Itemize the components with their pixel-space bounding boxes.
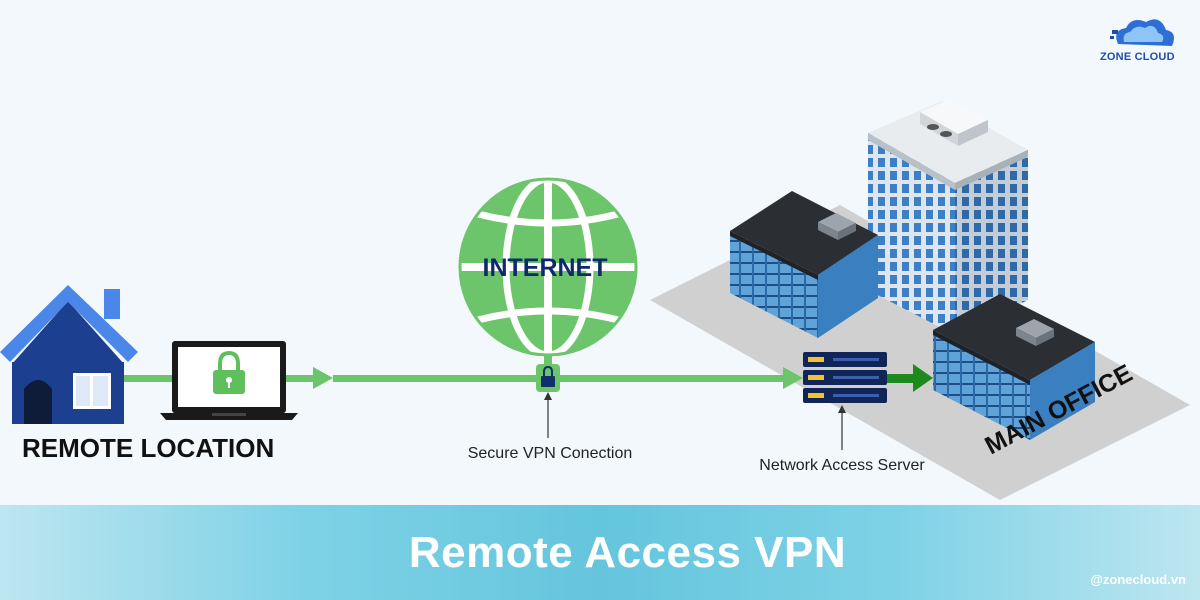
lock-icon <box>536 364 560 392</box>
vpn-pointer-arrow <box>544 392 552 438</box>
lock-icon <box>213 350 245 394</box>
building-icon <box>868 99 1028 335</box>
nas-pointer-arrow <box>838 405 846 450</box>
social-handle: @zonecloud.vn <box>1090 572 1186 587</box>
page-title: Remote Access VPN <box>408 528 847 577</box>
vpn-connection-label: Secure VPN Conection <box>467 445 633 462</box>
house-icon <box>0 285 138 424</box>
globe-icon <box>458 175 638 365</box>
remote-location-label: REMOTE LOCATION <box>22 433 275 463</box>
server-icon <box>803 352 887 403</box>
building-icon <box>933 294 1095 440</box>
title-banner <box>0 505 1200 600</box>
internet-label: INTERNET <box>482 254 608 282</box>
cloud-logo-icon <box>1110 19 1174 46</box>
network-access-server-label: Network Access Server <box>759 457 925 474</box>
brand-logo-text: ZONE CLOUD <box>1100 51 1175 63</box>
building-icon <box>730 191 878 338</box>
